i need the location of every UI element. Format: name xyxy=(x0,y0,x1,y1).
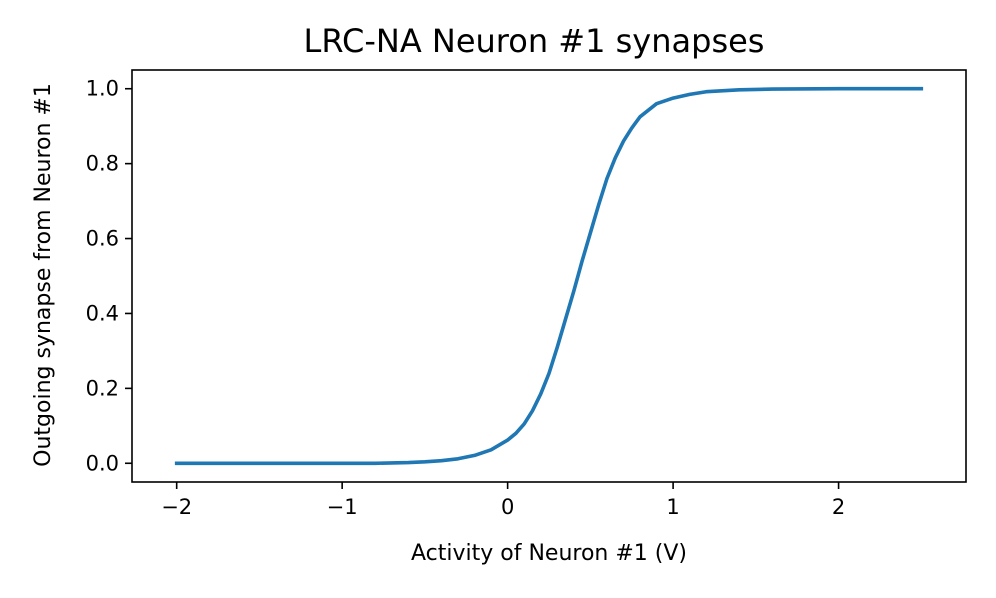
x-tick-label: −1 xyxy=(327,495,358,519)
x-tick-label: 1 xyxy=(666,495,679,519)
series-line xyxy=(174,86,924,466)
y-tick-label: 0.8 xyxy=(86,152,119,176)
chart-title: LRC-NA Neuron #1 synapses xyxy=(304,22,765,60)
x-tick-label: −2 xyxy=(161,495,192,519)
y-tick-label: 0.2 xyxy=(86,376,119,400)
x-axis-label: Activity of Neuron #1 (V) xyxy=(411,541,687,566)
x-tick-label: 0 xyxy=(501,495,514,519)
y-axis-label: Outgoing synapse from Neuron #1 xyxy=(31,83,56,467)
y-tick-label: 0.4 xyxy=(86,301,119,325)
axis-ticks: −2 −1 0 1 2 0.0 0.2 0.4 0.6 0.8 1.0 xyxy=(86,77,846,519)
y-tick-label: 0.6 xyxy=(86,227,119,251)
plot-lines xyxy=(174,86,924,466)
y-tick-label: 1.0 xyxy=(86,77,119,101)
plot-frame xyxy=(131,69,967,483)
x-tick-label: 2 xyxy=(832,495,845,519)
y-tick-label: 0.0 xyxy=(86,451,119,475)
